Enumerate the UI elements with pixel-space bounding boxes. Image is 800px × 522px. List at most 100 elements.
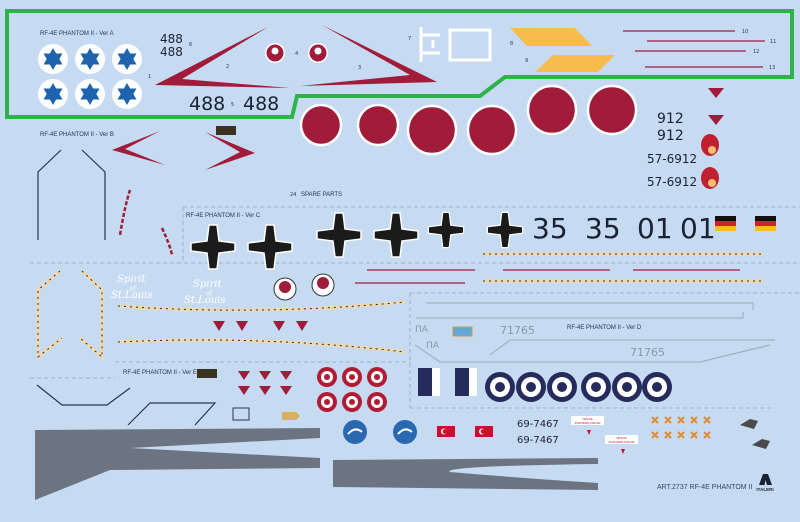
greek-roundel <box>642 372 672 402</box>
turkish-flag <box>475 426 493 437</box>
svg-text:TEHLIKE: TEHLIKE <box>582 418 593 421</box>
ver-b-label: RF-4E PHANTOM II - Ver B <box>40 132 114 138</box>
warning-label: TEHLIKE SURGUDEKI KANCAR <box>571 416 604 435</box>
svg-text:ITALERI: ITALERI <box>756 487 773 492</box>
yellow-stripe <box>535 55 615 72</box>
iron-cross <box>373 212 419 258</box>
gray-outline-lines <box>414 302 775 363</box>
code-35: 35 <box>532 212 568 245</box>
greek-roundel <box>547 372 577 402</box>
decal-number: 1 <box>148 74 151 80</box>
ver-c-label: RF-4E PHANTOM II - Ver C <box>186 213 261 219</box>
decal-number: 3 <box>358 65 361 71</box>
squadron-emblem <box>308 43 328 63</box>
greek-roundel <box>516 372 546 402</box>
turkish-flag <box>437 426 455 437</box>
greek-fin-flash <box>418 368 477 396</box>
unit-code: ΠΑ <box>415 325 429 335</box>
code-488-small: 488 <box>160 32 183 46</box>
german-flag <box>755 216 776 231</box>
israeli-roundels <box>38 44 142 109</box>
decal-number: 2 <box>226 64 229 70</box>
red-shield-emblem <box>708 88 724 125</box>
maroon-chevron-small <box>112 131 165 165</box>
serial-57-6912: 57-6912 <box>647 175 697 189</box>
decal-number: 6 <box>189 42 192 48</box>
panel-outline <box>232 407 250 421</box>
decal-number: 24 <box>290 192 296 198</box>
aircraft-silhouette <box>740 419 770 449</box>
red-pinstripes <box>355 269 740 284</box>
selection-highlight <box>5 9 794 119</box>
greek-roundels <box>485 372 672 402</box>
decal-number: 10 <box>742 29 748 35</box>
star-of-david-roundel <box>38 79 68 109</box>
spirit-of-st-louis-text: Spirit of St.Louis <box>184 279 225 306</box>
svg-text:of: of <box>206 290 214 297</box>
decal-number: 5 <box>231 102 234 108</box>
code-488-large: 488 <box>243 93 279 115</box>
hangar-outline-decal <box>419 27 492 62</box>
code-01: 01 <box>637 212 673 245</box>
decal-number: 4 <box>295 51 298 57</box>
svg-text:St.Louis: St.Louis <box>184 295 225 306</box>
warning-label: TEHLIKE SURGUDEKI KANCAR <box>605 435 638 454</box>
cut-lines <box>30 206 800 409</box>
maroon-chevron-small <box>205 132 255 170</box>
decal-number: 12 <box>753 49 759 55</box>
hinomaru-roundels <box>299 84 638 156</box>
squadron-emblem <box>311 273 335 297</box>
iron-cross <box>316 212 362 258</box>
gray-anti-glare-panel <box>333 458 598 490</box>
red-shield-emblems <box>238 371 292 395</box>
decal-number: 7 <box>408 36 411 42</box>
code-488-large: 488 <box>189 93 225 115</box>
greek-roundel <box>485 372 515 402</box>
star-of-david-roundel <box>75 44 105 74</box>
woodpecker-emblem <box>701 167 719 189</box>
svg-text:TEHLIKE: TEHLIKE <box>616 437 627 440</box>
turkish-roundel <box>342 392 362 412</box>
german-flag <box>715 216 736 231</box>
turkish-roundel <box>342 367 362 387</box>
serial-71765: 71765 <box>500 324 535 337</box>
woodpecker-emblem <box>701 134 719 156</box>
ver-e-label: RF-4E PHANTOM II - Ver E <box>123 370 197 376</box>
mission-markings <box>651 416 711 439</box>
decal-number: 11 <box>770 39 776 45</box>
svg-text:Spirit: Spirit <box>117 274 146 285</box>
iron-cross <box>190 224 236 270</box>
intake-outline <box>36 384 217 426</box>
svg-text:St.Louis: St.Louis <box>111 290 152 301</box>
iron-cross <box>427 211 465 249</box>
code-01: 01 <box>680 212 716 245</box>
decal-number: 13 <box>769 65 775 71</box>
decal-number: 8 <box>510 41 513 47</box>
svg-text:Spirit: Spirit <box>193 279 222 290</box>
unit-badge <box>452 326 473 337</box>
maroon-chevron-right <box>300 25 437 86</box>
red-walkway-line <box>118 189 132 236</box>
star-of-david-roundel <box>75 79 105 109</box>
code-912: 912 <box>657 111 684 127</box>
serial-69-7467: 69-7467 <box>517 419 559 430</box>
unit-code: ΠΑ <box>426 341 440 351</box>
svg-text:of: of <box>130 285 138 292</box>
serial-69-7467: 69-7467 <box>517 435 559 446</box>
iron-cross <box>247 224 293 270</box>
greek-roundel <box>581 372 611 402</box>
greek-roundel <box>612 372 642 402</box>
svg-text:SURGUDEKI KANCAR: SURGUDEKI KANCAR <box>575 422 601 425</box>
ver-d-label: RF-4E PHANTOM II - Ver D <box>567 325 642 331</box>
squadron-badge-blue <box>343 420 367 444</box>
serial-57-6912: 57-6912 <box>647 152 697 166</box>
intake-outline <box>37 149 106 240</box>
squadron-emblem <box>265 43 285 63</box>
red-pinstripes <box>623 30 765 68</box>
walkway-dashes <box>37 253 763 359</box>
svg-text:SURGUDEKI KANCAR: SURGUDEKI KANCAR <box>609 441 635 444</box>
maroon-chevron-left <box>155 27 290 88</box>
turkish-roundel <box>317 367 337 387</box>
